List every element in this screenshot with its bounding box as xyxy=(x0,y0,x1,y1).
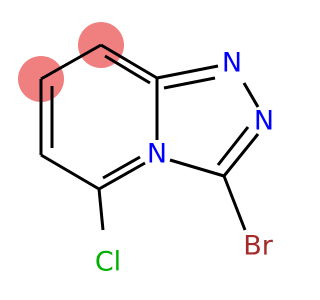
atom-label-cl: Cl xyxy=(95,247,121,278)
atom-label-n2: N xyxy=(254,106,274,137)
atom-label-n1: N xyxy=(222,48,242,79)
bond-c8a-n1 xyxy=(156,64,219,80)
bond-c8-c8a xyxy=(100,43,158,80)
bond-c5-n4-inner xyxy=(102,155,141,180)
bond-n2-c3 xyxy=(222,133,260,177)
bond-c3-br xyxy=(222,175,247,231)
bond-c5-c6 xyxy=(40,153,100,191)
bond-c7-c8 xyxy=(40,43,102,81)
bond-c3-n4 xyxy=(169,158,225,178)
bond-c5-cl xyxy=(97,188,105,231)
bond-n2-c3-inner xyxy=(216,126,250,166)
molecule-diagram: N N N Br Cl xyxy=(18,22,274,278)
bond-c5-n4 xyxy=(98,161,146,191)
bond-c8-c8a-inner xyxy=(104,54,151,85)
atom-label-n4: N xyxy=(147,139,167,170)
bond-c8a-n1-inner xyxy=(163,76,216,90)
atom-label-br: Br xyxy=(243,231,274,262)
bond-n1-n2 xyxy=(242,82,260,108)
